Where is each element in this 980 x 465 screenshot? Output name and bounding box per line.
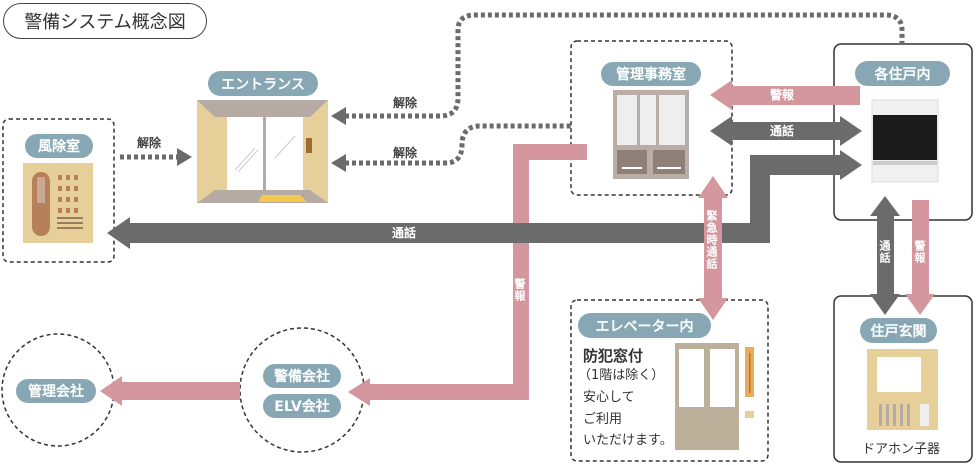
elevator-heading: 防犯窓付 (583, 347, 644, 365)
call-main-route (130, 155, 842, 243)
alarm-entrance-label: 警報 (913, 240, 926, 264)
windbreak-room-box (2, 118, 115, 263)
alarm-office-shaft (730, 86, 860, 105)
call-main-arrowhead-left (107, 217, 130, 249)
company-alarm-shaft (122, 382, 240, 400)
alarm-entrance-shaft (912, 200, 929, 296)
alarm-office-label: 警報 (770, 88, 795, 102)
management-office-label: 管理事務室 (601, 62, 701, 86)
release-line-top (345, 12, 905, 119)
elevator-box (570, 299, 769, 462)
release-arrowhead-bottom (331, 154, 346, 172)
elevator-line-2: ご利用 (583, 412, 623, 427)
company-alarm-arrowhead (100, 376, 122, 406)
door-phone-caption: ドアホン子器 (862, 442, 941, 457)
emergency-call-label: 緊急時通話 (705, 210, 718, 270)
elv-company-label: ELV会社 (263, 394, 341, 418)
call-office-arrowhead-left (710, 116, 732, 146)
alarm-route-arrowhead (348, 378, 370, 406)
windbreak-room-label: 風除室 (25, 134, 93, 158)
call-entrance-shaft (877, 214, 894, 296)
entrance-label: エントランス (208, 71, 318, 96)
unit-entrance-label: 住戸玄関 (860, 318, 937, 343)
release-label-top: 解除 (393, 96, 418, 110)
each-unit-label: 各住戸内 (855, 61, 950, 86)
release-line-bottom (345, 123, 571, 166)
release-label-windbreak: 解除 (137, 136, 162, 150)
elevator-label: エレベーター内 (578, 313, 711, 338)
intercom-panel-icon (23, 163, 93, 243)
elevator-note: （1階は除く） (578, 368, 665, 383)
entrance-door-icon (197, 100, 328, 203)
door-phone-icon (867, 349, 938, 430)
emergency-call-arrowhead-down (698, 298, 728, 320)
call-main-arrowhead-right (840, 150, 862, 180)
unit-entrance-box (833, 295, 973, 463)
alarm-office-arrowhead (710, 80, 732, 110)
release-arrowhead-windbreak (177, 148, 192, 166)
call-main-label: 通話 (392, 226, 417, 240)
call-office-arrowhead-right (840, 116, 862, 146)
security-company-label: 警備会社 (263, 364, 341, 388)
release-label-bottom: 解除 (393, 146, 418, 160)
call-entrance-arrowhead-down (870, 294, 900, 315)
emergency-call-shaft (704, 196, 722, 300)
call-entrance-label: 通話 (878, 240, 891, 264)
alarm-down-label: 警報 (513, 278, 526, 302)
call-office-label: 通話 (770, 124, 795, 138)
emergency-call-arrowhead-up (698, 176, 728, 198)
control-panel-icon (613, 90, 689, 179)
elevator-line-1: 安心して (583, 390, 635, 405)
call-entrance-arrowhead-up (870, 196, 900, 216)
security-company-circle (239, 327, 365, 453)
alarm-entrance-arrowhead (905, 294, 935, 315)
page-title: 警備システム概念図 (3, 3, 207, 39)
call-office-shaft (730, 122, 842, 140)
indoor-monitor-icon (871, 99, 939, 183)
management-company-label: 管理会社 (16, 379, 96, 403)
elevator-line-3: いただけます。 (583, 433, 673, 448)
elevator-door-icon (675, 343, 754, 450)
release-arrowhead-top (331, 107, 346, 125)
alarm-route (370, 144, 587, 400)
